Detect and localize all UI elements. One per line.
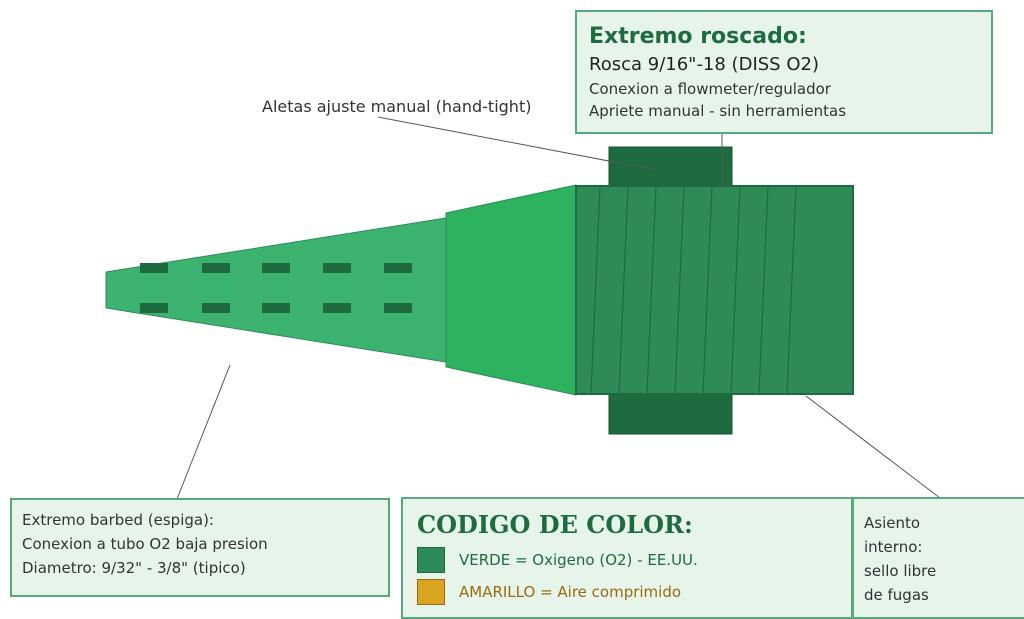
thread-line xyxy=(730,186,741,394)
internal-seat-callout: Asiento interno: sello libre de fugas xyxy=(852,497,1024,619)
thread-lines xyxy=(590,186,797,394)
threaded-end-line: Conexion a flowmeter/regulador xyxy=(589,80,831,98)
yellow-swatch xyxy=(417,579,445,605)
barb-ridge xyxy=(384,303,412,313)
fin-bottom xyxy=(608,390,733,435)
barb-ridge xyxy=(262,263,290,273)
internal-seat-line: de fugas xyxy=(864,586,929,604)
color-code-legend: CODIGO DE COLOR: VERDE = Oxigeno (O2) - … xyxy=(401,497,853,619)
threaded-end-callout: Extremo roscado: Rosca 9/16"-18 (DISS O2… xyxy=(575,10,993,134)
transition-cone xyxy=(445,184,577,396)
barb-ridge xyxy=(202,263,230,273)
fin-label: Aletas ajuste manual (hand-tight) xyxy=(262,97,532,116)
barb-ridge xyxy=(262,303,290,313)
legend-label-yellow: AMARILLO = Aire comprimido xyxy=(459,583,682,601)
barb-ridge xyxy=(323,303,351,313)
seat-leader-line xyxy=(805,395,941,499)
legend-row-green: VERDE = Oxigeno (O2) - EE.UU. xyxy=(417,547,837,573)
thread-line xyxy=(758,186,769,394)
internal-seat-line: Asiento xyxy=(864,514,921,532)
threaded-end-title: Extremo roscado: xyxy=(589,24,807,49)
leader-lines xyxy=(176,116,941,500)
thread-line xyxy=(786,186,797,394)
barbed-end-title: Extremo barbed (espiga): xyxy=(22,511,214,529)
barb-ridge xyxy=(384,263,412,273)
legend-row-yellow: AMARILLO = Aire comprimido xyxy=(417,579,837,605)
barb-leader-line xyxy=(176,364,231,500)
internal-seat-line: sello libre xyxy=(864,562,937,580)
green-swatch xyxy=(417,547,445,573)
barbed-stem xyxy=(105,217,447,363)
thread-line xyxy=(674,186,685,394)
threaded-body xyxy=(575,185,854,395)
barbed-end-line: Diametro: 9/32" - 3/8" (tipico) xyxy=(22,559,246,577)
threaded-end-line: Apriete manual - sin herramientas xyxy=(589,102,847,120)
legend-label-green: VERDE = Oxigeno (O2) - EE.UU. xyxy=(459,551,698,569)
thread-spec: Rosca 9/16"-18 (DISS O2) xyxy=(589,54,819,75)
barb-ridges xyxy=(140,263,412,313)
barb-ridge xyxy=(140,263,168,273)
barbed-end-line: Conexion a tubo O2 baja presion xyxy=(22,535,268,553)
fin-leader-line xyxy=(377,116,657,171)
thread-line xyxy=(590,186,601,394)
thread-line xyxy=(702,186,713,394)
barb-ridge xyxy=(323,263,351,273)
barb-ridge xyxy=(140,303,168,313)
fin-top xyxy=(608,146,733,190)
barb-ridge xyxy=(202,303,230,313)
color-code-title: CODIGO DE COLOR: xyxy=(417,510,693,539)
thread-line xyxy=(618,186,629,394)
internal-seat-line: interno: xyxy=(864,538,923,556)
thread-line xyxy=(646,186,657,394)
barbed-end-callout: Extremo barbed (espiga): Conexion a tubo… xyxy=(10,498,390,597)
